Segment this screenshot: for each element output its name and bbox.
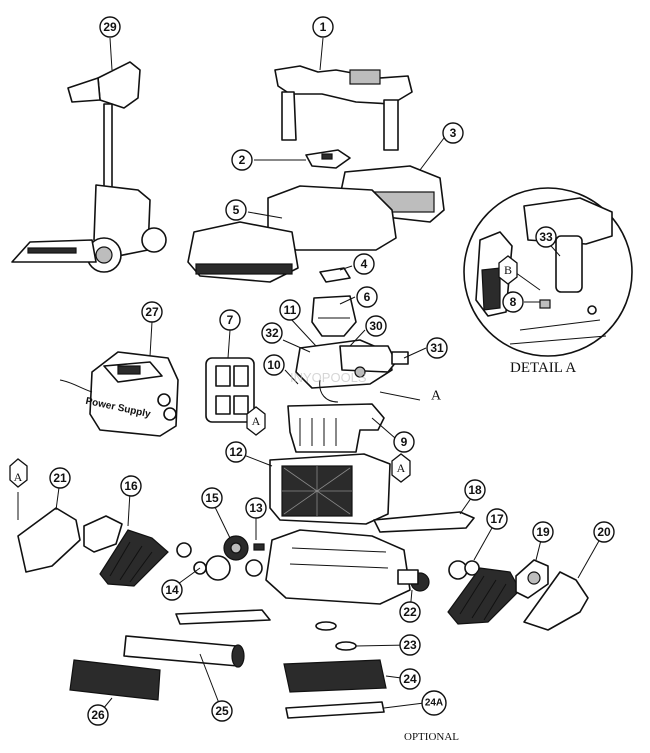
svg-text:18: 18 bbox=[468, 483, 482, 497]
svg-text:20: 20 bbox=[597, 525, 611, 539]
caddy-cart bbox=[11, 61, 167, 273]
callout-17: 17 bbox=[486, 508, 508, 530]
ref-a-motor: A bbox=[252, 414, 261, 428]
callout-16: 16 bbox=[120, 475, 142, 497]
callout-24: 24 bbox=[399, 668, 421, 690]
svg-text:22: 22 bbox=[403, 605, 417, 619]
callout-23: 23 bbox=[399, 634, 421, 656]
right-side-parts bbox=[447, 559, 589, 631]
callout-29: 29 bbox=[99, 16, 121, 38]
svg-text:7: 7 bbox=[227, 313, 234, 327]
callout-6: 6 bbox=[356, 286, 378, 308]
handle bbox=[274, 65, 413, 151]
reference-marks: A A A A B bbox=[9, 255, 518, 488]
callout-21: 21 bbox=[49, 467, 71, 489]
svg-text:23: 23 bbox=[403, 638, 417, 652]
callout-33: 33 bbox=[535, 226, 557, 248]
svg-text:2: 2 bbox=[239, 153, 246, 167]
svg-text:1: 1 bbox=[320, 20, 327, 34]
svg-text:24A: 24A bbox=[425, 698, 443, 709]
callout-9: 9 bbox=[393, 431, 415, 453]
svg-text:33: 33 bbox=[539, 230, 553, 244]
svg-text:11: 11 bbox=[284, 303, 297, 317]
svg-text:26: 26 bbox=[91, 708, 105, 722]
callout-13: 13 bbox=[245, 497, 267, 519]
svg-text:17: 17 bbox=[490, 512, 504, 526]
svg-text:13: 13 bbox=[249, 501, 263, 515]
valve-parts bbox=[311, 267, 357, 337]
callout-8: 8 bbox=[502, 291, 524, 313]
svg-text:6: 6 bbox=[364, 290, 371, 304]
chassis bbox=[265, 529, 430, 605]
svg-text:9: 9 bbox=[401, 435, 408, 449]
power-supply: Power Supply bbox=[59, 351, 179, 437]
ref-a-left: A bbox=[14, 470, 23, 484]
callout-1: 1 bbox=[312, 16, 334, 38]
filter-clip-bar bbox=[373, 511, 475, 533]
motor-assembly bbox=[295, 339, 409, 403]
left-side-parts bbox=[17, 507, 169, 587]
svg-text:19: 19 bbox=[536, 525, 550, 539]
motor-housing bbox=[287, 403, 385, 453]
callout-20: 20 bbox=[593, 521, 615, 543]
svg-text:29: 29 bbox=[103, 20, 117, 34]
svg-text:5: 5 bbox=[233, 203, 240, 217]
callout-27: 27 bbox=[141, 301, 163, 323]
svg-text:32: 32 bbox=[265, 326, 279, 340]
svg-text:15: 15 bbox=[205, 491, 219, 505]
callout-2: 2 bbox=[231, 149, 253, 171]
callout-19: 19 bbox=[532, 521, 554, 543]
detail-a bbox=[463, 187, 633, 357]
callout-24a: 24A bbox=[421, 690, 447, 716]
svg-text:21: 21 bbox=[53, 471, 67, 485]
watermark: INYOPOOLS bbox=[290, 370, 367, 385]
callout-15: 15 bbox=[201, 487, 223, 509]
svg-text:4: 4 bbox=[361, 257, 368, 271]
svg-text:10: 10 bbox=[267, 358, 281, 372]
svg-text:14: 14 bbox=[165, 583, 179, 597]
callout-26: 26 bbox=[87, 704, 109, 726]
callout-31: 31 bbox=[426, 337, 448, 359]
callout-3: 3 bbox=[442, 122, 464, 144]
svg-text:25: 25 bbox=[215, 704, 229, 718]
ref-b: B bbox=[504, 263, 512, 277]
callout-labels: 1 2 3 4 5 6 7 8 9 10 11 12 13 14 15 16 1… bbox=[49, 16, 615, 726]
callout-32: 32 bbox=[261, 322, 283, 344]
callout-30: 30 bbox=[365, 315, 387, 337]
callout-5: 5 bbox=[225, 199, 247, 221]
callout-7: 7 bbox=[219, 309, 241, 331]
svg-text:31: 31 bbox=[430, 341, 444, 355]
svg-text:8: 8 bbox=[510, 295, 517, 309]
callout-18: 18 bbox=[464, 479, 486, 501]
svg-text:12: 12 bbox=[229, 445, 243, 459]
clips bbox=[205, 357, 255, 423]
callout-10: 10 bbox=[263, 354, 285, 376]
callout-4: 4 bbox=[353, 253, 375, 275]
svg-text:16: 16 bbox=[124, 479, 138, 493]
ref-a-text: A bbox=[431, 389, 442, 404]
svg-text:3: 3 bbox=[450, 126, 457, 140]
callout-25: 25 bbox=[211, 700, 233, 722]
wheels-left bbox=[176, 535, 265, 581]
bottom-parts bbox=[69, 609, 387, 719]
optional-label: OPTIONAL bbox=[404, 731, 459, 743]
filter-basket bbox=[269, 453, 391, 525]
callout-22: 22 bbox=[399, 601, 421, 623]
body-shell bbox=[187, 185, 397, 283]
callout-12: 12 bbox=[225, 441, 247, 463]
svg-text:27: 27 bbox=[145, 305, 159, 319]
callout-14: 14 bbox=[161, 579, 183, 601]
detail-a-label: DETAIL A bbox=[510, 360, 576, 376]
svg-text:30: 30 bbox=[369, 319, 383, 333]
svg-text:24: 24 bbox=[403, 672, 417, 686]
ref-a-filter: A bbox=[397, 461, 406, 475]
callout-11: 11 bbox=[279, 299, 301, 321]
latch bbox=[305, 149, 351, 169]
